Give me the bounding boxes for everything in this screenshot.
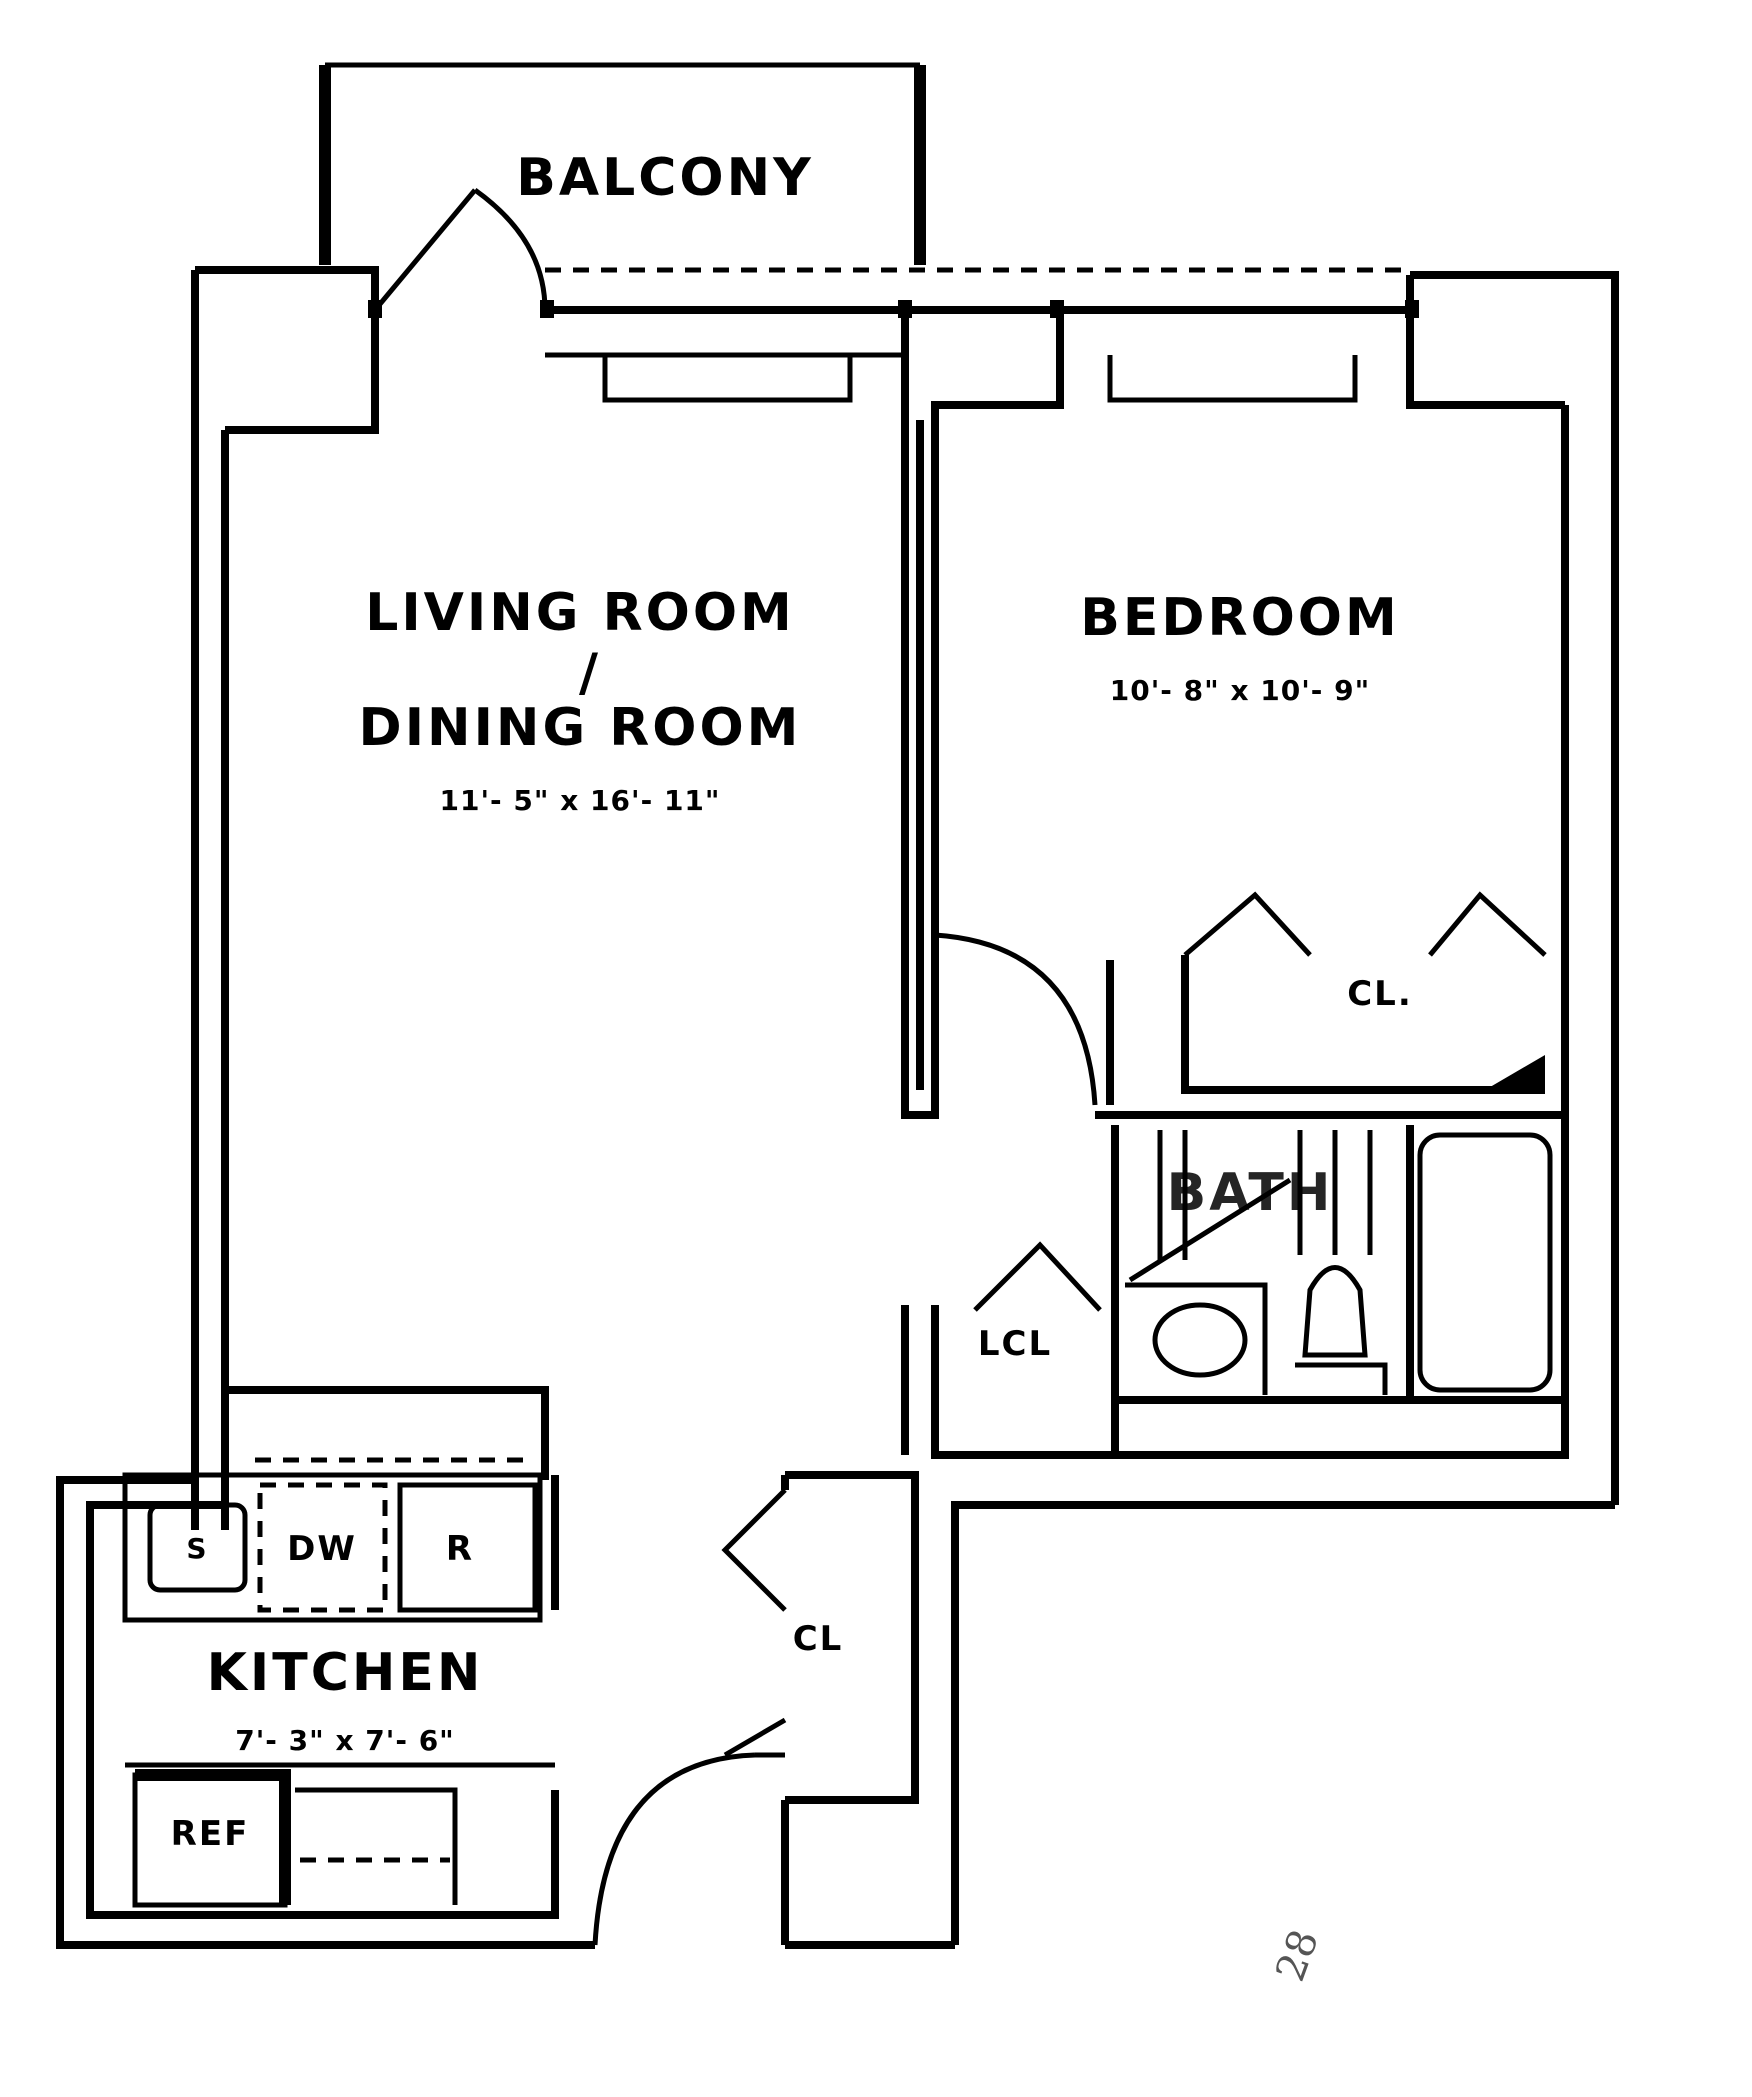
linen-closet [973, 1241, 1102, 1312]
range-label: R [446, 1529, 474, 1569]
bedroom-closet [1106, 891, 1547, 1105]
dishwasher-label: DW [287, 1529, 357, 1569]
entry-closet-label: CL [793, 1619, 844, 1659]
balcony-door [368, 187, 1419, 318]
bath-label: BATH [1167, 1163, 1334, 1223]
kitchen-label: KITCHEN [207, 1643, 484, 1703]
refrigerator-label: REF [171, 1814, 250, 1854]
kitchen [122, 1386, 559, 1908]
entry-door [592, 1752, 785, 1946]
handwritten-mark: 28 [1267, 1924, 1328, 1988]
bedroom-dimensions: 10'- 8" x 10'- 9" [1110, 674, 1371, 707]
interior-walls [721, 310, 1565, 1945]
kitchen-dimensions: 7'- 3" x 7'- 6" [235, 1724, 455, 1757]
bedroom-label: BEDROOM [1080, 588, 1400, 648]
living-room-dimensions: 11'- 5" x 16'- 11" [440, 784, 721, 817]
bedroom-closet-label: CL. [1347, 974, 1413, 1014]
sink-label: S [186, 1532, 207, 1565]
living-room-separator: / [579, 643, 601, 703]
dining-room-label: DINING ROOM [359, 698, 802, 758]
linen-closet-label: LCL [978, 1324, 1052, 1364]
balcony [319, 62, 1410, 273]
balcony-label: BALCONY [516, 148, 814, 208]
living-room-label: LIVING ROOM [365, 583, 795, 643]
bath [1111, 1125, 1565, 1404]
